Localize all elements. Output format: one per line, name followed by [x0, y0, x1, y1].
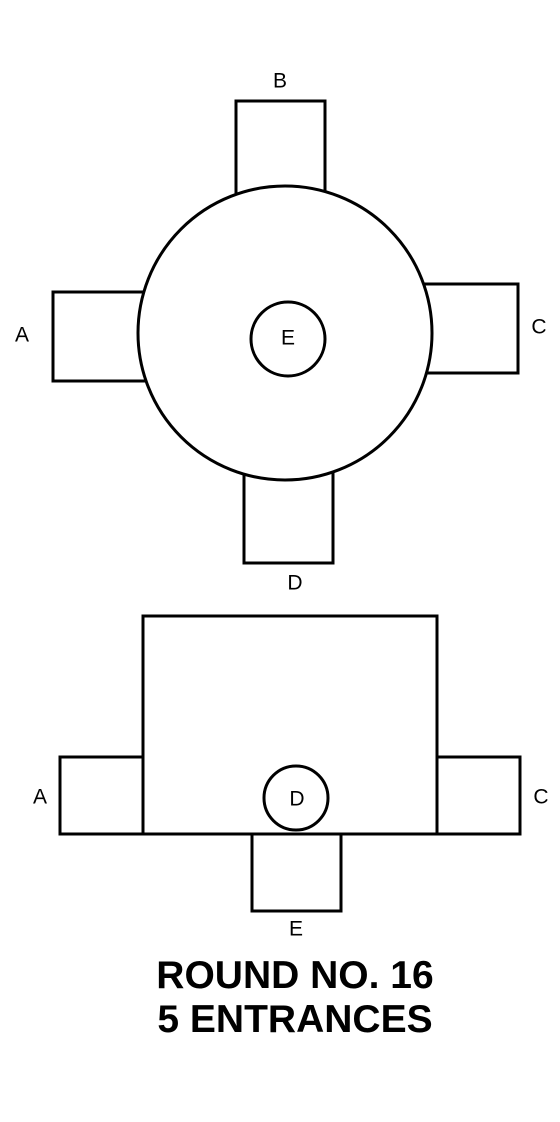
- side-view-label-d: D: [289, 788, 304, 811]
- top-view-label-a: A: [15, 324, 29, 347]
- diagram-title-line-2: 5 ENTRANCES: [157, 998, 432, 1041]
- top-view-label-e: E: [281, 327, 295, 350]
- top-view-label-c: C: [531, 316, 546, 339]
- top-view-entrance-d: [242, 461, 335, 565]
- side-view-label-a: A: [33, 786, 47, 809]
- top-view-label-b: B: [273, 70, 287, 93]
- side-view-entrance-e: [250, 832, 343, 913]
- side-view-entrance-a: [58, 755, 145, 836]
- top-view-entrance-c: [416, 282, 520, 375]
- side-view-entrance-d: [262, 764, 330, 832]
- side-view-entrance-c: [435, 755, 522, 836]
- top-view-entrance-a: [51, 290, 155, 383]
- side-view-label-c: C: [533, 786, 548, 809]
- side-view: A C D E: [33, 614, 549, 941]
- top-view-entrance-e: [249, 300, 327, 378]
- top-view: B A C D E: [15, 70, 547, 595]
- diagram-title-line-1: ROUND NO. 16: [156, 954, 433, 997]
- side-view-label-e: E: [289, 918, 303, 941]
- top-view-entrance-b: [234, 99, 327, 203]
- top-view-label-d: D: [287, 572, 302, 595]
